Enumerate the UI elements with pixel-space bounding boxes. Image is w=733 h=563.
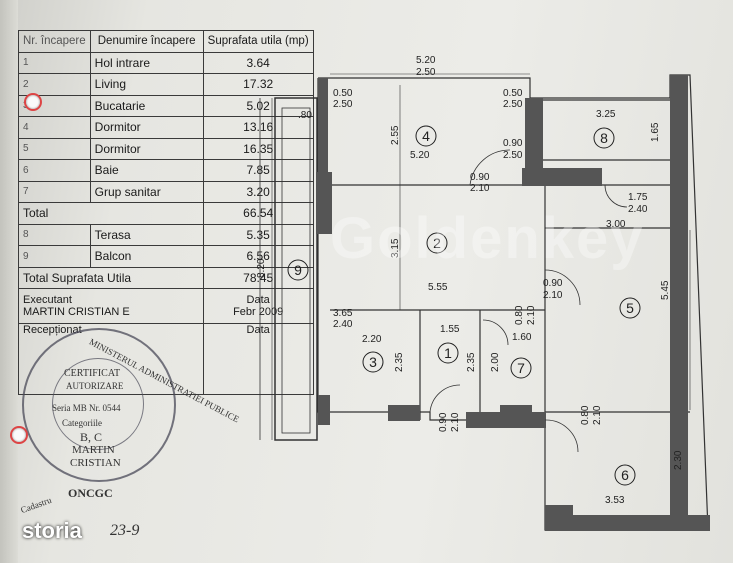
dim-label: 3.65 xyxy=(333,308,353,319)
punch-hole xyxy=(26,95,40,109)
room-label: 6 xyxy=(621,467,629,483)
room-label: 3 xyxy=(369,354,377,370)
dim-label: 1.60 xyxy=(512,332,532,343)
room-label: 9 xyxy=(294,262,302,278)
dim-label: 0.80 xyxy=(514,305,525,325)
row-name: Terasa xyxy=(89,223,204,246)
dim-label: 2.20 xyxy=(362,334,382,345)
stamp-line: CERTIFICAT xyxy=(64,368,121,379)
binding-edge xyxy=(0,0,18,563)
total-util-value: 78.45 xyxy=(202,266,314,289)
dim-label: 2.00 xyxy=(490,352,501,372)
row-area: 3.64 xyxy=(202,51,314,74)
date-value: Febr 2009 xyxy=(233,306,284,318)
dim-label: 0.90 xyxy=(503,138,523,149)
room-label: 1 xyxy=(444,345,452,361)
dim-label: 2.40 xyxy=(628,204,648,215)
dim-label: 5.45 xyxy=(660,280,671,300)
watermark: Goldenkey xyxy=(330,206,645,271)
dim-label: 0.90 xyxy=(543,278,563,289)
dim-label: 5.55 xyxy=(428,282,448,293)
date2-label: Data xyxy=(246,324,270,336)
dim-label: 5.20 xyxy=(416,55,436,66)
dim-label: 2.50 xyxy=(503,99,523,110)
dim-label: 2.35 xyxy=(394,352,405,372)
dim-label: 3.53 xyxy=(605,495,625,506)
official-stamp xyxy=(22,328,176,482)
dim-label: 2.30 xyxy=(673,450,684,470)
dim-label: 0.50 xyxy=(503,88,523,99)
dim-label: 5.20 xyxy=(410,150,430,161)
dim-label: 2.50 xyxy=(416,67,436,78)
row-name: Bucatarie xyxy=(89,94,204,117)
dim-label: 2.10 xyxy=(543,290,563,301)
dim-label: 3.00 xyxy=(606,219,626,230)
room-label: 8 xyxy=(600,130,608,146)
stamp-line: Seria MB Nr. 0544 xyxy=(52,403,121,413)
receptionat-label: Recepționat xyxy=(23,324,82,336)
dim-label: 2.50 xyxy=(503,150,523,161)
stamp-bottom: ONCGC xyxy=(68,486,113,500)
room-label: 4 xyxy=(422,128,430,144)
dim-label: 2.40 xyxy=(333,319,353,330)
dim-label: 0.80 xyxy=(580,405,591,425)
stamp-line: CRISTIAN xyxy=(70,457,121,469)
stamp-inner-ring xyxy=(52,358,144,450)
room-label: 5 xyxy=(626,300,634,316)
dim-label: 2.10 xyxy=(592,405,603,425)
dim-label: 1.65 xyxy=(650,122,661,142)
dim-label: 1.55 xyxy=(440,324,460,335)
stamp-line: B, C xyxy=(80,430,103,444)
dim-label: 0.90 xyxy=(470,172,490,183)
dim-label: 1.75 xyxy=(628,192,648,203)
row-name: Living xyxy=(89,73,204,96)
row-name: Hol intrare xyxy=(89,51,204,74)
dim-label: 3.25 xyxy=(596,109,616,120)
row-name: Balcon xyxy=(89,245,204,268)
dim-label: 8.20 xyxy=(256,258,267,278)
executant-row: Executant MARTIN CRISTIAN E Data Febr 20… xyxy=(18,288,314,324)
punch-hole xyxy=(12,428,26,442)
dim-label: 0.90 xyxy=(438,412,449,432)
row-area: 5.02 xyxy=(202,94,314,117)
dim-label: 2.50 xyxy=(333,99,353,110)
dim-label: 3.15 xyxy=(390,238,401,258)
executant-label: Executant xyxy=(23,294,72,306)
row-name: Dormitor xyxy=(89,116,204,139)
room-label: 2 xyxy=(433,235,441,251)
dim-label: 2.35 xyxy=(466,352,477,372)
row-nr: 2 xyxy=(18,73,91,96)
executant-name: MARTIN CRISTIAN E xyxy=(23,306,130,318)
row-name: Grup sanitar xyxy=(89,180,204,203)
stamp-line: Categoriile xyxy=(62,418,102,428)
dim-label: 2.10 xyxy=(470,183,490,194)
site-logo: storia xyxy=(22,518,82,543)
room-label: 7 xyxy=(517,360,525,376)
dim-label: 2.10 xyxy=(526,305,537,325)
handwritten-date: 23-9 xyxy=(110,522,140,539)
row-name: Dormitor xyxy=(89,137,204,160)
row-nr: 1 xyxy=(18,51,91,74)
dim-label: 0.50 xyxy=(333,88,353,99)
row-area: 17.32 xyxy=(202,73,314,96)
dim-label: 2.10 xyxy=(450,412,461,432)
dim-label: 2.55 xyxy=(390,125,401,145)
stamp-line: AUTORIZARE xyxy=(66,381,124,391)
total-util-label: Total Suprafata Utila xyxy=(18,266,204,289)
stamp-line: MARTIN xyxy=(72,444,115,456)
date-label: Data xyxy=(246,294,270,306)
dim-label: .80 xyxy=(298,110,312,121)
row-area: 6.56 xyxy=(202,245,314,268)
